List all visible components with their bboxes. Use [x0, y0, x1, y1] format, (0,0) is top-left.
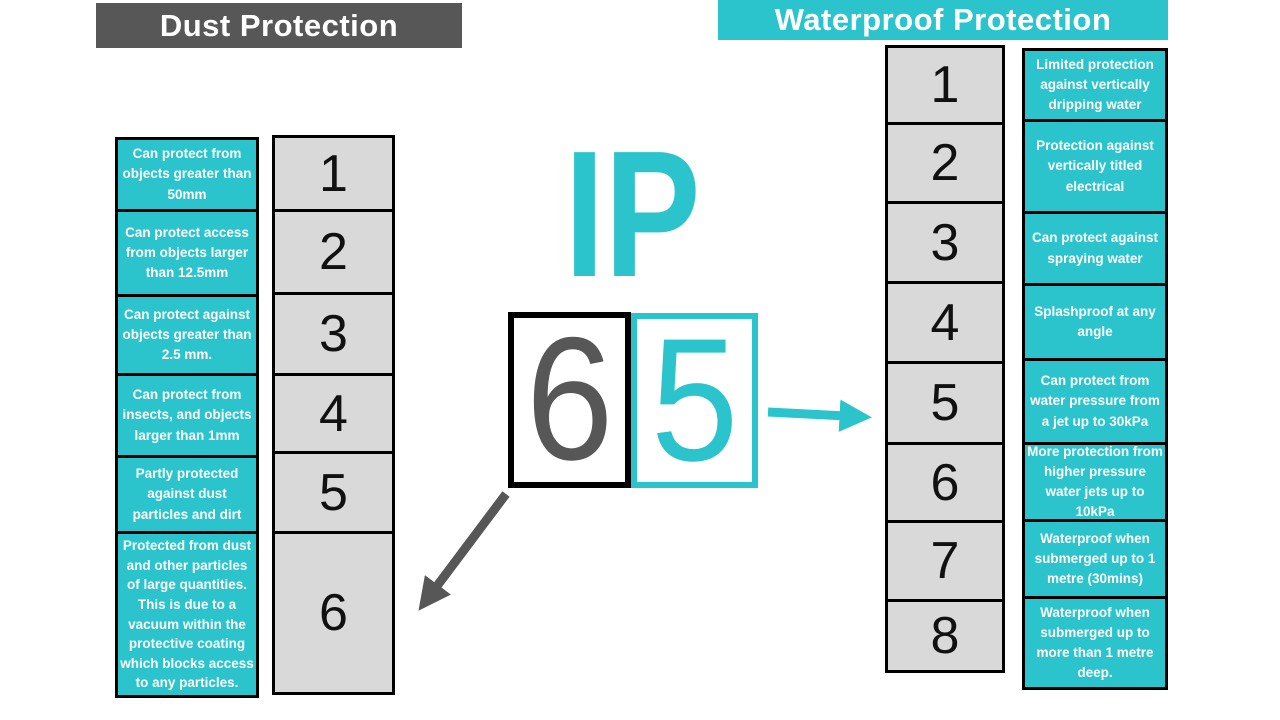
waterproof-desc-box-8: Waterproof when submerged up to more tha… — [1022, 596, 1168, 690]
waterproof-level-cell-6: 6 — [885, 442, 1005, 523]
waterproof-level-cell-4: 4 — [885, 281, 1005, 364]
waterproof-desc-box-6: More protection from higher pressure wat… — [1022, 442, 1168, 522]
waterproof-desc-box-5: Can protect from water pressure from a j… — [1022, 358, 1168, 445]
dust-desc-box-1: Can protect from objects greater than 50… — [115, 137, 259, 212]
waterproof-level-cell-1: 1 — [885, 45, 1005, 125]
dust-descriptions-column: Can protect from objects greater than 50… — [115, 137, 259, 698]
dust-level-cell-1: 1 — [272, 135, 395, 212]
waterproof-level-cell-5: 5 — [885, 361, 1005, 445]
waterproof-desc-box-2: Protection against vertically titled ele… — [1022, 119, 1168, 214]
dust-level-cell-2: 2 — [272, 209, 395, 295]
waterproof-levels-column: 1 2 3 4 5 6 7 8 — [885, 45, 1005, 673]
dust-level-cell-4: 4 — [272, 373, 395, 454]
waterproof-protection-title: Waterproof Protection — [774, 2, 1112, 37]
dust-protection-title: Dust Protection — [159, 7, 399, 43]
down-left-arrow-icon — [418, 491, 510, 611]
waterproof-descriptions-column: Limited protection against vertically dr… — [1022, 48, 1168, 690]
dust-digit-box: 6 — [508, 312, 631, 488]
waterproof-level-cell-3: 3 — [885, 201, 1005, 284]
dust-desc-box-5: Partly protected against dust particles … — [115, 455, 259, 534]
ip-label: IP — [564, 113, 701, 315]
dust-level-cell-5: 5 — [272, 451, 395, 534]
waterproof-desc-box-1: Limited protection against vertically dr… — [1022, 48, 1168, 122]
dust-desc-box-3: Can protect against objects greater than… — [115, 294, 259, 376]
waterproof-desc-box-3: Can protect against spraying water — [1022, 211, 1168, 286]
dust-levels-column: 1 2 3 4 5 6 — [272, 135, 395, 695]
dust-desc-box-6: Protected from dust and other particles … — [115, 531, 259, 698]
dust-desc-box-4: Can protect from insects, and objects la… — [115, 373, 259, 458]
waterproof-level-cell-2: 2 — [885, 122, 1005, 204]
waterproof-level-cell-7: 7 — [885, 520, 1005, 602]
right-arrow-icon — [767, 399, 872, 432]
dust-digit: 6 — [525, 302, 614, 497]
waterproof-desc-box-7: Waterproof when submerged up to 1 metre … — [1022, 519, 1168, 599]
waterproof-desc-box-4: Splashproof at any angle — [1022, 283, 1168, 361]
dust-desc-box-2: Can protect access from objects larger t… — [115, 209, 259, 297]
dust-protection-header: Dust Protection — [96, 3, 462, 48]
dust-level-cell-3: 3 — [272, 292, 395, 376]
water-digit: 5 — [650, 302, 739, 498]
waterproof-protection-header: Waterproof Protection — [718, 0, 1168, 40]
dust-level-cell-6: 6 — [272, 531, 395, 695]
water-digit-box: 5 — [631, 313, 758, 488]
waterproof-level-cell-8: 8 — [885, 599, 1005, 673]
